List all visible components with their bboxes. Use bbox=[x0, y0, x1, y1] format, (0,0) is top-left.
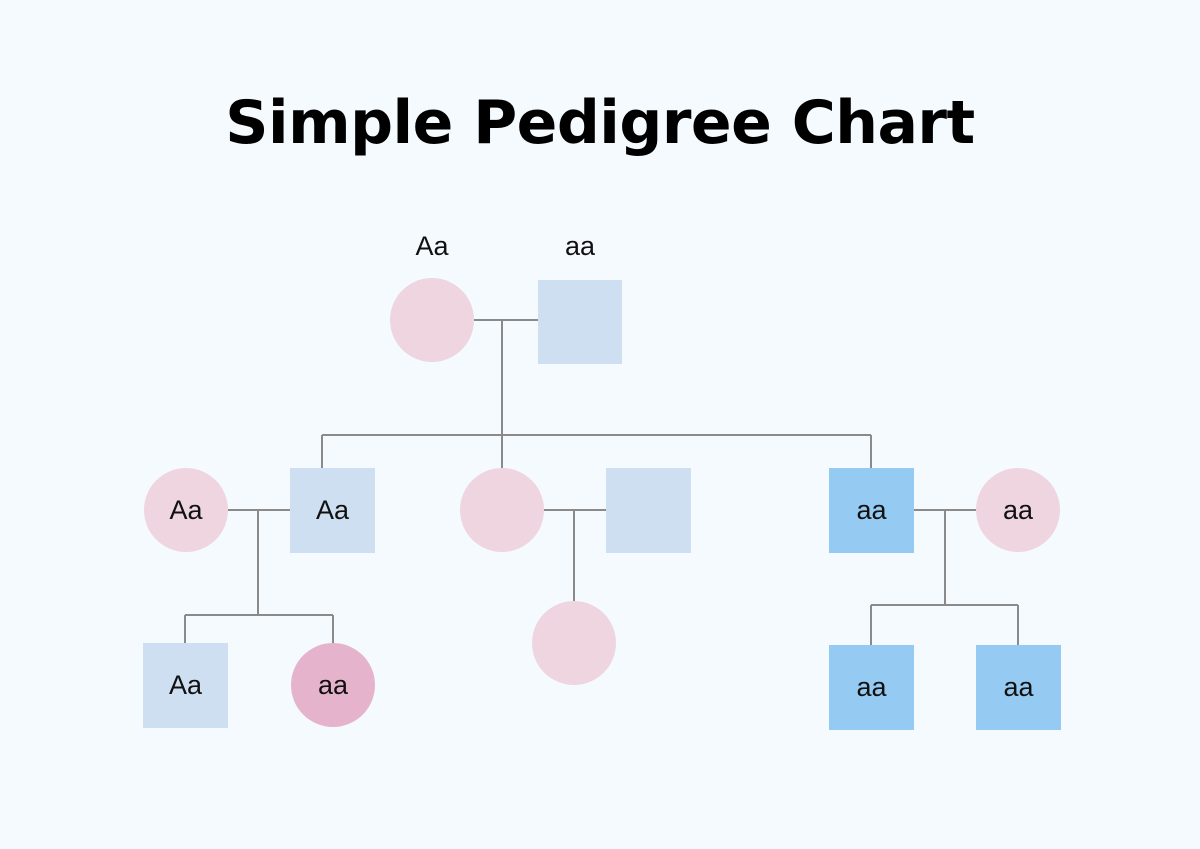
genotype-label-ii0: Aa bbox=[169, 494, 203, 525]
individual-ii5-female-circle[interactable]: aa bbox=[976, 468, 1060, 552]
genotype-label-iii4: aa bbox=[856, 672, 887, 702]
individual-iii2-female-circle[interactable]: aa bbox=[291, 643, 375, 727]
genotype-label-i1: Aa bbox=[415, 231, 449, 261]
genotype-label-iii2: aa bbox=[317, 669, 349, 700]
individual-ii2-female-circle[interactable] bbox=[460, 468, 544, 552]
individual-ii3-male-square[interactable] bbox=[606, 468, 691, 553]
genotype-label-ii4: aa bbox=[856, 495, 887, 525]
individual-i1-female-circle[interactable] bbox=[390, 278, 474, 362]
individual-iii4-male-square[interactable]: aa bbox=[829, 645, 914, 730]
genotype-label-iii5: aa bbox=[1003, 672, 1034, 702]
individual-ii4-male-square[interactable]: aa bbox=[829, 468, 914, 553]
individual-ii0-female-circle[interactable]: Aa bbox=[144, 468, 228, 552]
individual-iii3-female-circle[interactable] bbox=[532, 601, 616, 685]
page-title: Simple Pedigree Chart bbox=[225, 88, 975, 158]
individual-iii1-male-square[interactable]: Aa bbox=[143, 643, 228, 728]
individual-iii5-male-square[interactable]: aa bbox=[976, 645, 1061, 730]
individual-i2-male-square[interactable] bbox=[538, 280, 622, 364]
genotype-label-i2: aa bbox=[564, 231, 596, 261]
genotype-label-ii1: Aa bbox=[315, 495, 350, 525]
genotype-label-ii5: aa bbox=[1002, 494, 1034, 525]
individual-ii1-male-square[interactable]: Aa bbox=[290, 468, 375, 553]
genotype-label-iii1: Aa bbox=[168, 670, 203, 700]
